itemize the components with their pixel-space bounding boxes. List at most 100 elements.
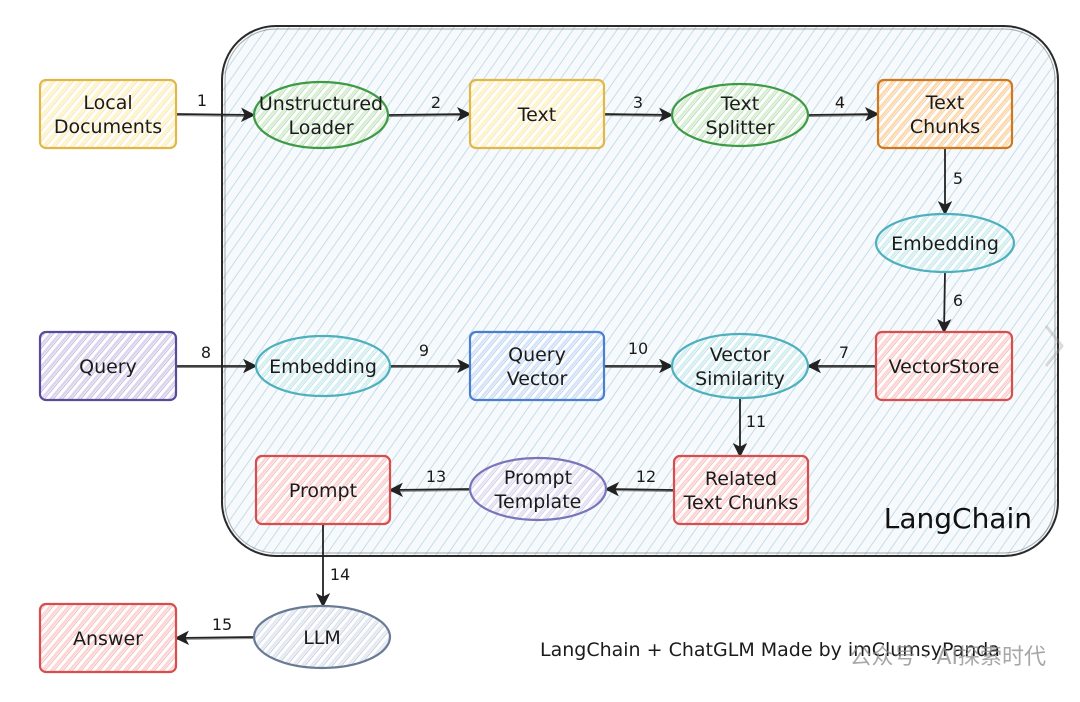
edge-3-sketch <box>603 115 671 117</box>
node-related-text-chunks-label: Text Chunks <box>683 492 799 514</box>
node-text-label: Text <box>517 104 556 126</box>
node-text-chunks-shape <box>876 78 1014 150</box>
node-prompt-label: Prompt <box>289 480 357 502</box>
node-text: Text <box>468 78 606 150</box>
edge-14: 14 <box>315 524 350 608</box>
watermark-text: 公众号 · AI探索时代 <box>849 645 1046 670</box>
node-text-chunks-label: Text <box>925 92 964 114</box>
edge-8-label: 8 <box>201 343 211 362</box>
edge-5-label: 5 <box>953 169 963 188</box>
node-embedding-docs: Embedding <box>874 212 1016 274</box>
edge-12-sketch <box>603 490 675 492</box>
node-text-shape <box>468 78 606 150</box>
edge-9: 9 <box>390 341 472 374</box>
langchain-region: LangChain <box>221 25 1059 557</box>
node-answer: Answer <box>38 602 178 674</box>
node-answer-label: Answer <box>73 628 143 650</box>
edge-3-label: 3 <box>633 93 643 112</box>
node-vectorstore: VectorStore <box>874 330 1014 402</box>
node-related-text-chunks-shape <box>672 454 810 526</box>
edge-12-label: 12 <box>636 467 656 486</box>
node-llm-shape <box>252 604 392 670</box>
node-vector-similarity-shape <box>670 332 810 400</box>
node-prompt-template-shape <box>468 456 608 522</box>
node-local-documents-shape <box>38 78 178 150</box>
node-text-splitter-label: Splitter <box>705 117 774 139</box>
node-query-shape <box>38 330 178 402</box>
edge-7-label: 7 <box>839 343 849 362</box>
edge-4: 4 <box>807 93 880 122</box>
edge-10-label: 10 <box>628 339 648 358</box>
edge-6: 6 <box>937 271 963 334</box>
edge-12-arrow <box>604 481 675 497</box>
node-local-documents-label: Documents <box>54 116 162 138</box>
node-text-splitter-label: Text <box>720 93 759 115</box>
edge-1-sketch <box>175 115 253 117</box>
edge-11: 11 <box>732 398 766 458</box>
node-query-vector-label: Query <box>508 344 566 366</box>
langchain-region-label: LangChain <box>884 502 1032 535</box>
edge-1: 1 <box>175 91 256 123</box>
edge-13-arrow <box>388 482 471 498</box>
edge-4-sketch <box>807 115 877 117</box>
edge-12: 12 <box>603 467 675 497</box>
node-prompt: Prompt <box>254 454 392 526</box>
credit-text: LangChain + ChatGLM Made by imClumsyPand… <box>540 639 1000 661</box>
chevron-right-icon[interactable] <box>1044 325 1064 367</box>
edge-11-label: 11 <box>746 412 766 431</box>
edge-2-label: 2 <box>431 93 441 112</box>
edge-13-sketch <box>387 490 471 492</box>
edge-7: 7 <box>806 343 876 374</box>
edge-1-label: 1 <box>197 91 207 110</box>
node-prompt-template-label: Template <box>494 491 582 513</box>
edge-4-arrow <box>807 106 880 122</box>
edge-15-sketch <box>173 638 255 640</box>
node-query-vector-shape <box>468 330 606 402</box>
node-query-vector-label: Vector <box>507 368 568 390</box>
node-vector-similarity-label: Vector <box>710 344 771 366</box>
edge-9-label: 9 <box>419 341 429 360</box>
node-text-splitter-shape <box>670 82 810 148</box>
node-vector-similarity-label: Similarity <box>695 368 785 390</box>
node-embedding-docs-shape <box>874 212 1016 274</box>
node-unstructured-loader-label: Unstructured <box>259 93 383 115</box>
edge-6-arrow <box>937 271 952 334</box>
node-vectorstore-shape <box>874 330 1014 402</box>
edge-13-label: 13 <box>426 467 446 486</box>
edge-3-arrow <box>603 107 674 123</box>
node-unstructured-loader-shape <box>252 80 390 150</box>
node-vectorstore-label: VectorStore <box>889 356 1000 378</box>
edge-4-label: 4 <box>835 93 845 112</box>
edge-3: 3 <box>603 93 674 123</box>
node-prompt-template-label: Prompt <box>504 467 572 489</box>
node-embedding-query: Embedding <box>254 334 392 398</box>
node-related-text-chunks-label: Related <box>705 468 777 490</box>
edge-13: 13 <box>387 467 471 498</box>
edge-2: 2 <box>387 93 472 122</box>
edge-10: 10 <box>604 339 674 374</box>
node-local-documents-label: Local <box>83 92 132 114</box>
edge-15-arrow <box>174 630 255 646</box>
node-answer-shape <box>38 602 178 674</box>
node-llm-label: LLM <box>303 627 341 649</box>
node-embedding-query-label: Embedding <box>269 356 377 378</box>
node-llm: LLM <box>252 604 392 670</box>
edge-15-label: 15 <box>212 615 232 634</box>
edge-1-arrow <box>175 107 256 123</box>
edge-2-sketch <box>387 115 469 117</box>
node-embedding-query-shape <box>254 334 392 398</box>
node-unstructured-loader-label: Loader <box>288 117 353 139</box>
node-query-label: Query <box>79 356 137 378</box>
